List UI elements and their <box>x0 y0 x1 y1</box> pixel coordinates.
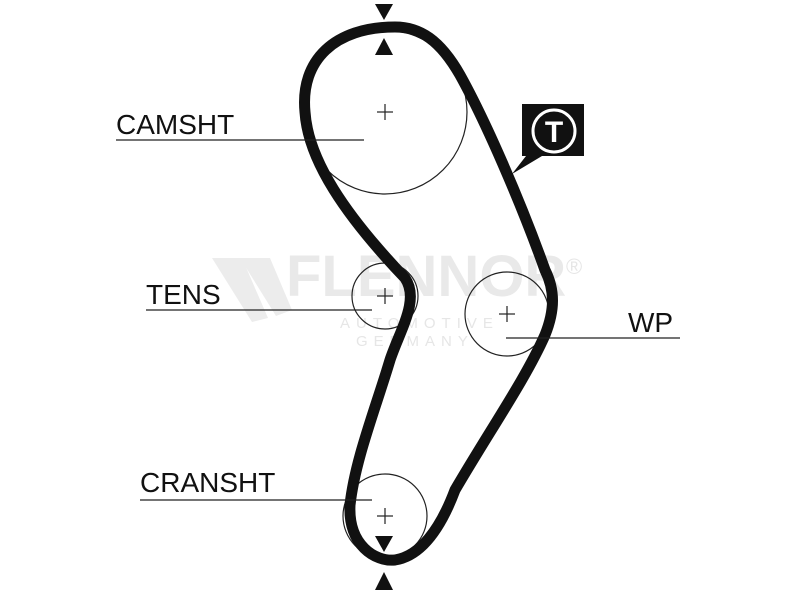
label-water-pump: WP <box>628 307 673 338</box>
timing-marks <box>375 4 393 590</box>
leader-lines <box>116 139 680 501</box>
timing-belt <box>299 21 558 566</box>
watermark-brand: FLENNOR <box>286 244 566 309</box>
crank-timing-mark-icon <box>375 572 393 590</box>
tensioner-callout: T <box>512 104 584 174</box>
pulley-centers <box>377 104 515 524</box>
tensioner-marker-letter: T <box>545 116 563 149</box>
cam-timing-mark-icon <box>375 4 393 20</box>
watermark: FLENNOR ® AUTOMOTIVE GERMANY <box>212 244 582 350</box>
label-crankshaft: CRANSHT <box>140 467 275 498</box>
watermark-registered: ® <box>566 254 582 279</box>
cam-pulley-mark-icon <box>375 38 393 55</box>
watermark-line2: GERMANY <box>356 333 474 350</box>
watermark-logo-icon <box>212 258 292 322</box>
crank-pulley-mark-icon <box>375 536 393 552</box>
tensioner-marker-icon <box>531 108 577 154</box>
watermark-line1: AUTOMOTIVE <box>340 315 499 332</box>
label-camshaft: CAMSHT <box>116 109 234 140</box>
label-tensioner: TENS <box>146 279 221 310</box>
